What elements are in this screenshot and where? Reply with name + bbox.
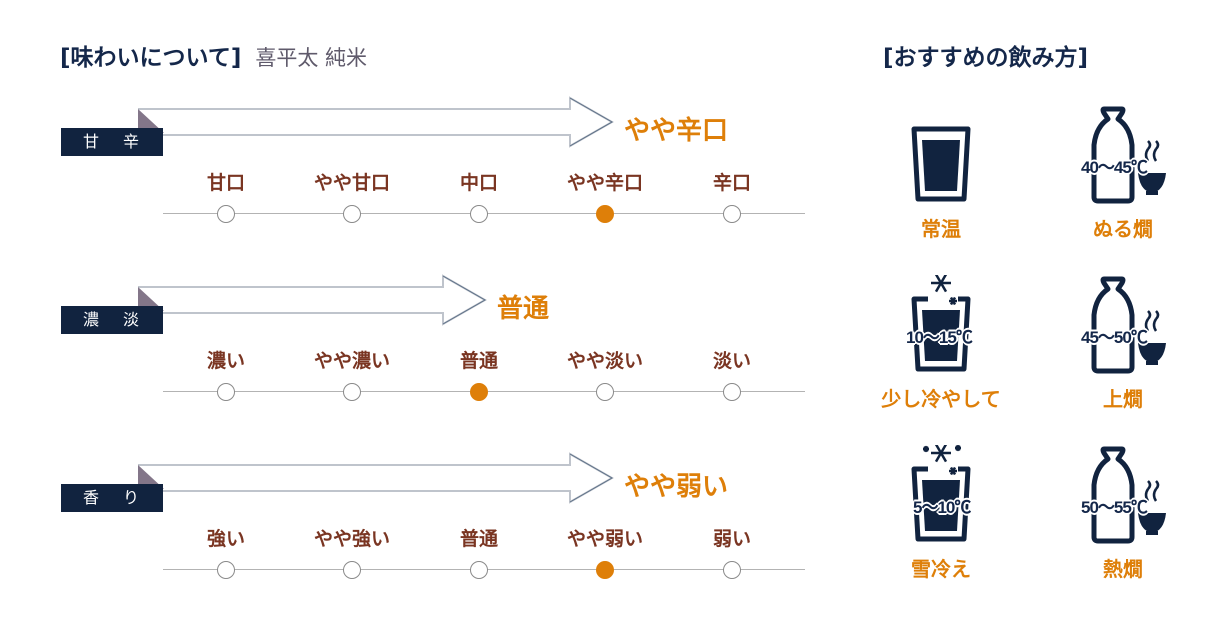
serving-style-label: 上燗 bbox=[1103, 387, 1143, 411]
serving-style-label: 少し冷やして bbox=[881, 387, 1001, 411]
scale-result: 普通 bbox=[497, 294, 550, 324]
glass-snowflake-icon: 5〜10℃ bbox=[866, 443, 1016, 545]
level-dot bbox=[470, 205, 488, 223]
taste-section-title: [味わいについて] 喜平太 純米 bbox=[60, 38, 367, 72]
tokkuri-steam-icon: 50〜55℃ bbox=[1048, 445, 1198, 545]
level-dot bbox=[723, 383, 741, 401]
temperature-range: 50〜55℃ bbox=[1081, 498, 1148, 517]
scale-tab: 甘辛 bbox=[61, 128, 163, 156]
level-label: やや弱い bbox=[566, 528, 644, 550]
level-label: やや辛口 bbox=[566, 172, 644, 194]
level-label: 中口 bbox=[459, 172, 499, 194]
level-dot bbox=[217, 383, 235, 401]
level-label: 辛口 bbox=[712, 172, 752, 194]
level-dot bbox=[343, 383, 361, 401]
level-dot bbox=[470, 561, 488, 579]
scale-tab: 濃淡 bbox=[61, 306, 163, 334]
level-label: やや甘口 bbox=[313, 172, 391, 194]
arrow-icon bbox=[138, 274, 488, 326]
serving-style-item: 45〜50℃ 上燗 bbox=[1048, 275, 1198, 412]
level-dot-selected bbox=[470, 383, 488, 401]
scale-rich-light: 濃淡 普通 濃いやや濃い普通やや淡い淡い bbox=[0, 268, 840, 438]
level-label: 普通 bbox=[459, 528, 499, 550]
level-dot bbox=[723, 205, 741, 223]
title-text: [味わいについて] bbox=[60, 45, 242, 71]
serving-style-label: 熱燗 bbox=[1103, 557, 1143, 581]
scale-tab: 香り bbox=[61, 484, 163, 512]
temperature-range: 45〜50℃ bbox=[1081, 328, 1148, 347]
level-label: 淡い bbox=[712, 350, 752, 372]
arrow-icon bbox=[138, 452, 615, 504]
tokkuri-steam-icon: 45〜50℃ bbox=[1048, 275, 1198, 375]
serving-style-item: 常温 bbox=[866, 105, 1016, 242]
level-dot bbox=[217, 561, 235, 579]
scale-result: やや弱い bbox=[624, 472, 729, 502]
serving-style-item: 50〜55℃ 熱燗 bbox=[1048, 445, 1198, 582]
level-dot bbox=[217, 205, 235, 223]
arrow-icon bbox=[138, 96, 615, 148]
serving-style-item: 40〜45℃ ぬる燗 bbox=[1048, 105, 1198, 242]
serving-style-label: 常温 bbox=[921, 217, 961, 241]
level-dot bbox=[343, 561, 361, 579]
temperature-range: 10〜15℃ bbox=[906, 328, 973, 347]
level-label: 濃い bbox=[206, 350, 246, 372]
recommend-section-title: [おすすめの飲み方] bbox=[883, 45, 1089, 71]
level-label: 弱い bbox=[712, 528, 752, 550]
level-label: 甘口 bbox=[206, 172, 246, 194]
scale-result: やや辛口 bbox=[624, 116, 729, 146]
glass-snowflake-icon: 10〜15℃ bbox=[866, 273, 1016, 375]
temperature-range: 5〜10℃ bbox=[913, 498, 971, 517]
serving-style-label: 雪冷え bbox=[911, 557, 971, 581]
tokkuri-steam-icon: 40〜45℃ bbox=[1048, 105, 1198, 205]
level-label: 強い bbox=[206, 528, 246, 550]
level-label: やや強い bbox=[313, 528, 391, 550]
serving-style-label: ぬる燗 bbox=[1093, 217, 1153, 241]
product-name: 喜平太 純米 bbox=[255, 46, 368, 70]
serving-style-item: 10〜15℃ 少し冷やして bbox=[866, 273, 1016, 412]
glass-icon bbox=[866, 105, 1016, 205]
level-label: やや淡い bbox=[566, 350, 644, 372]
temperature-range: 40〜45℃ bbox=[1081, 158, 1148, 177]
level-label: やや濃い bbox=[313, 350, 391, 372]
level-dot-selected bbox=[596, 561, 614, 579]
serving-style-item: 5〜10℃ 雪冷え bbox=[866, 443, 1016, 582]
level-dot-selected bbox=[596, 205, 614, 223]
scale-sweet-dry: 甘辛 やや辛口 甘口やや甘口中口やや辛口辛口 bbox=[0, 90, 840, 260]
level-dot bbox=[723, 561, 741, 579]
level-label: 普通 bbox=[459, 350, 499, 372]
scale-aroma: 香り やや弱い 強いやや強い普通やや弱い弱い bbox=[0, 446, 840, 616]
level-dot bbox=[343, 205, 361, 223]
level-dot bbox=[596, 383, 614, 401]
